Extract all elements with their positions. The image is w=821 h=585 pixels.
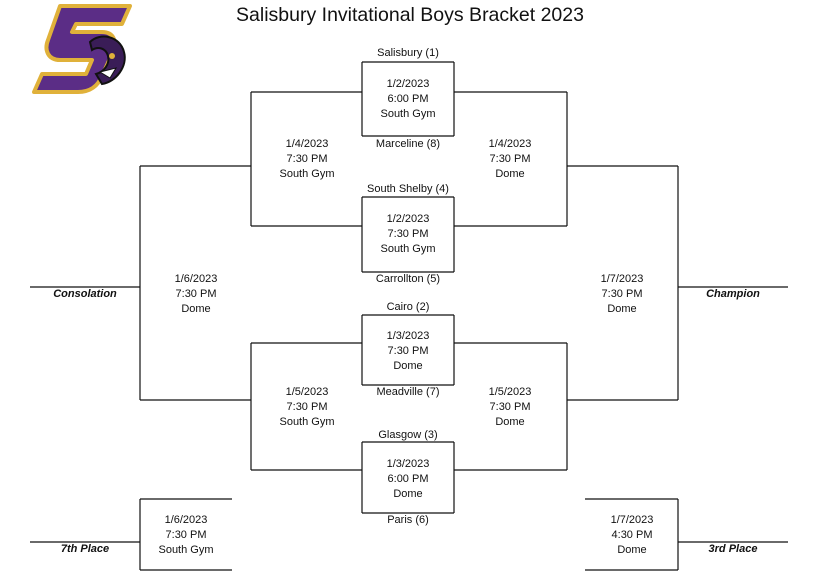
game-consolation-semi-bottom: 1/5/2023 7:30 PM South Gym	[259, 385, 355, 430]
game-time: 7:30 PM	[601, 288, 643, 300]
team-glasgow: Glasgow (3)	[378, 429, 438, 441]
page-title: Salisbury Invitational Boys Bracket 2023	[236, 4, 584, 26]
team-cairo: Cairo (2)	[386, 301, 430, 313]
game-date: 1/6/2023	[164, 514, 208, 526]
game-venue: South Gym	[279, 168, 335, 180]
salisbury-panther-logo-icon	[32, 4, 132, 94]
game-date: 1/3/2023	[386, 458, 430, 470]
game-time: 7:30 PM	[175, 288, 217, 300]
game-date: 1/7/2023	[610, 514, 654, 526]
game-championship: 1/7/2023 7:30 PM Dome	[574, 272, 670, 317]
team-meadville: Meadville (7)	[376, 386, 440, 398]
game-time: 4:30 PM	[611, 529, 653, 541]
game-date: 1/6/2023	[174, 273, 218, 285]
game-time: 7:30 PM	[165, 529, 207, 541]
game-venue: Dome	[393, 488, 423, 500]
game-time: 7:30 PM	[387, 345, 429, 357]
game-seventh-place: 1/6/2023 7:30 PM South Gym	[138, 513, 234, 558]
game-venue: Dome	[495, 168, 525, 180]
game-date: 1/7/2023	[600, 273, 644, 285]
game-winners-semi-top: 1/4/2023 7:30 PM Dome	[462, 137, 558, 182]
game-consolation-semi-top: 1/4/2023 7:30 PM South Gym	[259, 137, 355, 182]
team-marceline: Marceline (8)	[375, 138, 441, 150]
game-venue: Dome	[181, 303, 211, 315]
game-venue: South Gym	[380, 108, 436, 120]
game-venue: South Gym	[158, 544, 214, 556]
game-venue: South Gym	[380, 243, 436, 255]
label-seventh-place: 7th Place	[60, 543, 110, 555]
game-venue: Dome	[607, 303, 637, 315]
game-time: 7:30 PM	[286, 401, 328, 413]
game-winners-semi-bottom: 1/5/2023 7:30 PM Dome	[462, 385, 558, 430]
game-1: 1/2/2023 6:00 PM South Gym	[360, 77, 456, 122]
game-consolation-final: 1/6/2023 7:30 PM Dome	[148, 272, 244, 317]
game-date: 1/2/2023	[386, 213, 430, 225]
label-third-place: 3rd Place	[708, 543, 758, 555]
game-4: 1/3/2023 6:00 PM Dome	[360, 457, 456, 502]
game-third-place: 1/7/2023 4:30 PM Dome	[584, 513, 680, 558]
team-salisbury: Salisbury (1)	[377, 47, 439, 59]
game-time: 7:30 PM	[387, 228, 429, 240]
game-date: 1/5/2023	[285, 386, 329, 398]
game-venue: South Gym	[279, 416, 335, 428]
label-consolation: Consolation	[53, 288, 117, 300]
game-time: 6:00 PM	[387, 473, 429, 485]
label-champion: Champion	[706, 288, 760, 300]
game-time: 7:30 PM	[489, 153, 531, 165]
game-date: 1/3/2023	[386, 330, 430, 342]
game-3: 1/3/2023 7:30 PM Dome	[360, 329, 456, 374]
game-date: 1/4/2023	[285, 138, 329, 150]
game-venue: Dome	[617, 544, 647, 556]
team-carrollton: Carrollton (5)	[375, 273, 441, 285]
game-date: 1/2/2023	[386, 78, 430, 90]
game-venue: Dome	[495, 416, 525, 428]
game-date: 1/4/2023	[488, 138, 532, 150]
game-venue: Dome	[393, 360, 423, 372]
game-time: 6:00 PM	[387, 93, 429, 105]
game-time: 7:30 PM	[489, 401, 531, 413]
game-time: 7:30 PM	[286, 153, 328, 165]
team-south-shelby: South Shelby (4)	[367, 183, 449, 195]
game-date: 1/5/2023	[488, 386, 532, 398]
game-2: 1/2/2023 7:30 PM South Gym	[360, 212, 456, 257]
team-paris: Paris (6)	[387, 514, 429, 526]
